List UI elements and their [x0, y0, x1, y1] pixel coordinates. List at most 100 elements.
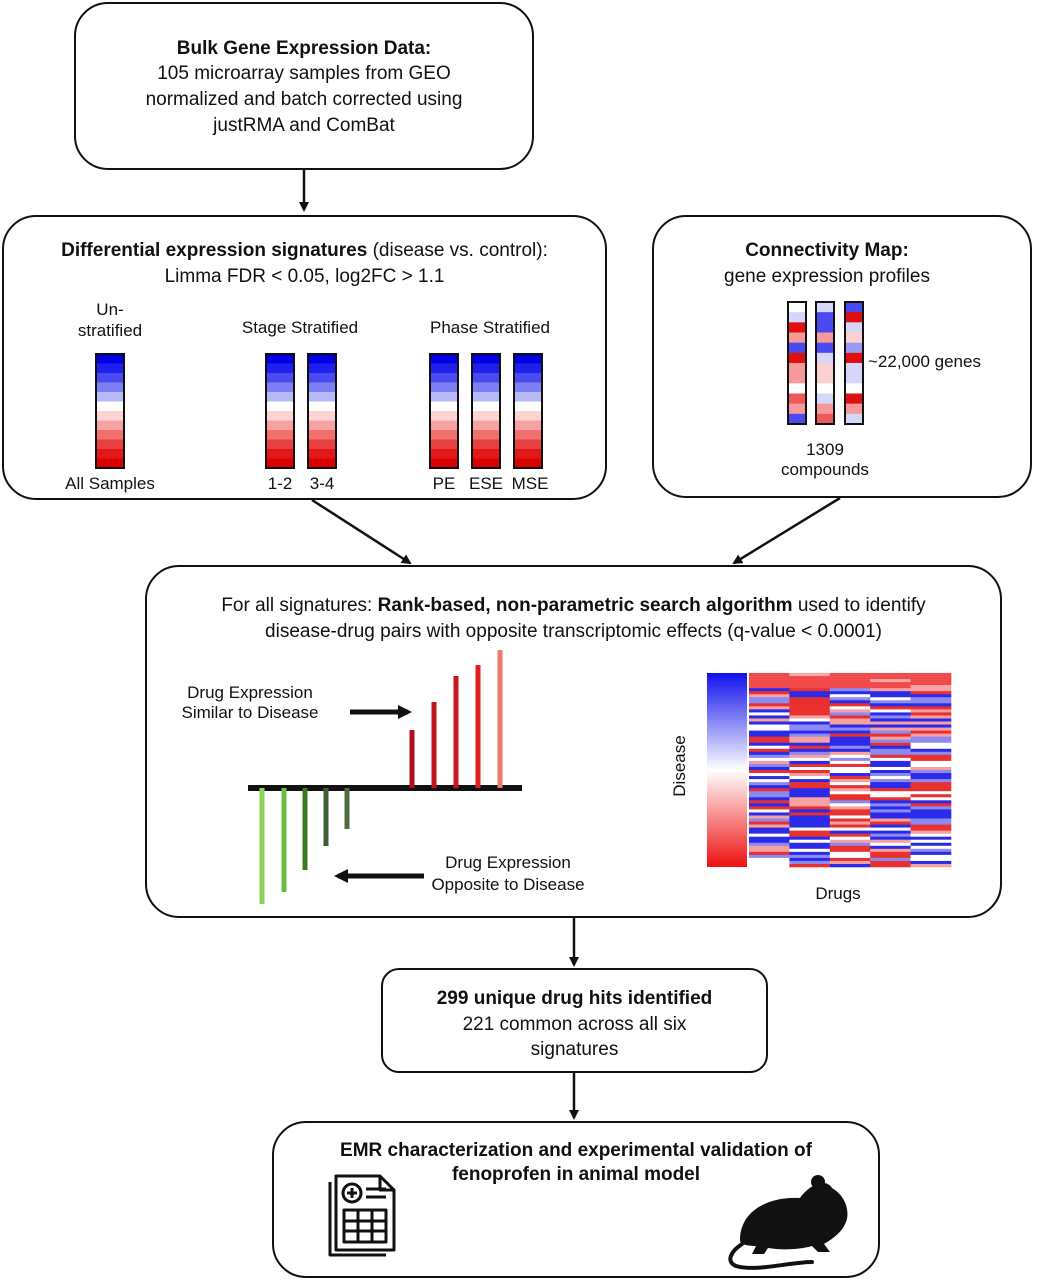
cmap-segment [788, 413, 806, 425]
signature-segment [308, 363, 336, 374]
heatmap-cell [910, 776, 952, 780]
signature-segment [266, 354, 294, 364]
heatmap-cell [749, 833, 790, 837]
heatmap-cell [749, 845, 790, 850]
signature-segment [266, 430, 294, 440]
heatmap-cell [749, 748, 790, 753]
heatmap-cell [870, 818, 911, 822]
signature-outline [471, 353, 501, 469]
signature-bar-pe [429, 353, 459, 469]
bulk-expression-box [74, 2, 534, 170]
heatmap-cell [910, 797, 952, 801]
heatmap-cell [829, 697, 871, 701]
signature-segment [266, 449, 294, 459]
heatmap-cell [910, 679, 952, 683]
heatmap-cell [829, 794, 871, 798]
signature-segment [96, 458, 124, 469]
heatmap-cell [789, 709, 831, 713]
heatmap-cell [870, 742, 911, 747]
heatmap-cell [910, 809, 952, 813]
heatmap-cell [910, 806, 952, 810]
heatmap-cell [910, 815, 952, 819]
heatmap-cell [789, 863, 831, 868]
cmap-segment [845, 342, 863, 354]
heatmap-cell [870, 833, 911, 837]
heatmap-cells [749, 673, 952, 868]
heatmap-cell [870, 691, 911, 695]
heatmap-cell [829, 851, 871, 856]
cmap-profile-3 [844, 301, 864, 425]
heatmap-cell [829, 766, 871, 771]
heatmap-cell [829, 733, 871, 737]
heatmap-cell [829, 803, 871, 807]
signature-segment [514, 420, 542, 431]
heatmap-cell [789, 839, 831, 844]
bulk-expression-line3: justRMA and ComBat [213, 115, 395, 136]
mouse-icon [728, 1175, 848, 1270]
compounds-label: compounds [781, 460, 869, 479]
signature-segment [96, 439, 124, 450]
label-stage-3-4: 3-4 [309, 474, 335, 493]
heatmap-cell [829, 694, 871, 698]
heatmap-cell [910, 860, 952, 865]
differential-expression-criteria: Limma FDR < 0.05, log2FC > 1.1 [164, 266, 445, 287]
heatmap-cell [789, 724, 831, 728]
heatmap-cell [789, 757, 831, 762]
signature-segment [472, 354, 500, 364]
signature-segment [308, 354, 336, 364]
heatmap-cell [789, 845, 831, 850]
bulk-expression-line2: normalized and batch corrected using [145, 89, 463, 110]
heatmap-cell [910, 785, 952, 789]
heatmap-cell [910, 682, 952, 686]
heatmap-cell [749, 721, 790, 725]
heatmap-cell [829, 845, 871, 850]
search-line1-bold: Rank-based, non-parametric search algori… [377, 595, 793, 616]
heatmap-cell [829, 848, 871, 853]
heatmap-cell [870, 721, 911, 725]
heatmap-cell [910, 673, 952, 677]
cmap-segment [845, 413, 863, 425]
heatmap-cell [870, 727, 911, 731]
heatmap-cell [910, 863, 952, 868]
signature-segment [308, 420, 336, 431]
cmap-segment [816, 383, 834, 394]
group-heading-unstratified-2: stratified [77, 321, 143, 340]
heatmap-cell [789, 766, 831, 771]
heatmap-cell [910, 730, 952, 734]
heatmap-cell [910, 718, 952, 722]
cmap-segment [788, 312, 806, 323]
heatmap-cell [789, 676, 831, 680]
heatmap-cell [749, 691, 790, 695]
heatmap-cell [749, 824, 790, 828]
heatmap-cell [749, 736, 790, 740]
cmap-segment [816, 332, 834, 344]
heatmap-cell [749, 860, 790, 865]
heatmap-cell [829, 779, 871, 783]
cmap-outline [844, 301, 864, 425]
heatmap-cell [829, 827, 871, 831]
signature-segment [266, 439, 294, 450]
heatmap-cell [749, 857, 790, 862]
heatmap-cell [789, 848, 831, 853]
label-ese: ESE [468, 474, 504, 493]
heatmap-cell [910, 773, 952, 777]
heatmap-cell [910, 697, 952, 701]
heatmap-cell [789, 785, 831, 789]
heatmap-cell [749, 754, 790, 759]
heatmap-cell [749, 682, 790, 686]
heatmap-cell [870, 718, 911, 722]
heatmap-cell [870, 839, 911, 844]
signature-segment [96, 420, 124, 431]
signature-segment [96, 449, 124, 459]
connectivity-map-box [652, 215, 1032, 498]
heatmap-cell [870, 797, 911, 801]
heatmap-cell [749, 718, 790, 722]
heatmap-cell [910, 827, 952, 831]
heatmap-cell [910, 691, 952, 695]
heatmap-cell [870, 776, 911, 780]
heatmap-cell [749, 770, 790, 774]
heatmap-cell [829, 770, 871, 774]
signature-segment [96, 411, 124, 421]
signature-segment [96, 363, 124, 374]
heatmap-cell [789, 727, 831, 731]
